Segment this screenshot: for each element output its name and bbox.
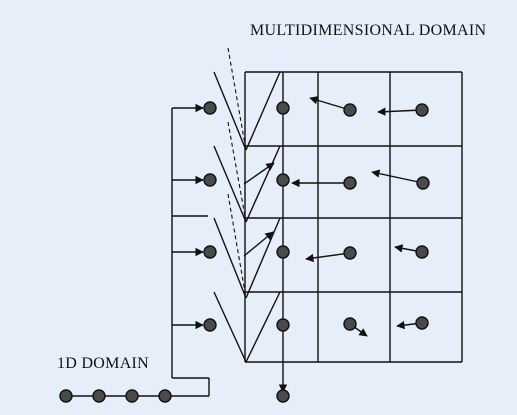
fan-line [245, 217, 281, 299]
nodes [59, 101, 430, 403]
node [415, 245, 429, 259]
node [203, 173, 217, 187]
node [92, 389, 106, 403]
node [343, 317, 357, 331]
fan-line [245, 145, 281, 223]
node [59, 389, 73, 403]
node [203, 101, 217, 115]
arrow [243, 162, 275, 185]
fan-line [245, 71, 281, 151]
dashed-line [227, 47, 247, 151]
node [276, 101, 290, 115]
fan-line [213, 291, 247, 363]
arrow [305, 252, 351, 263]
node [415, 103, 429, 117]
node [125, 389, 139, 403]
fan-line [245, 291, 281, 363]
node [416, 176, 430, 190]
connection-lines [66, 71, 288, 397]
node [276, 245, 290, 259]
node [343, 103, 357, 117]
node [158, 389, 172, 403]
node [276, 389, 290, 403]
node [276, 318, 290, 332]
node [276, 173, 290, 187]
multidimensional-grid [244, 71, 463, 363]
fan-line [213, 217, 247, 299]
fan-line [213, 145, 247, 223]
fan-line [213, 71, 247, 151]
arrow [377, 107, 423, 116]
arrow [243, 231, 274, 257]
dashed-lines [227, 47, 247, 299]
node [203, 245, 217, 259]
node [343, 246, 357, 260]
node [343, 176, 357, 190]
arrow [371, 169, 424, 184]
arrows [243, 96, 424, 337]
dashed-line [227, 193, 247, 299]
multidimensional-domain-label: MULTIDIMENSIONAL DOMAIN [250, 22, 487, 39]
node [203, 318, 217, 332]
dashed-line [227, 121, 247, 223]
node [415, 316, 429, 330]
one-d-domain-label: 1D DOMAIN [57, 355, 150, 372]
arrow [309, 96, 351, 111]
